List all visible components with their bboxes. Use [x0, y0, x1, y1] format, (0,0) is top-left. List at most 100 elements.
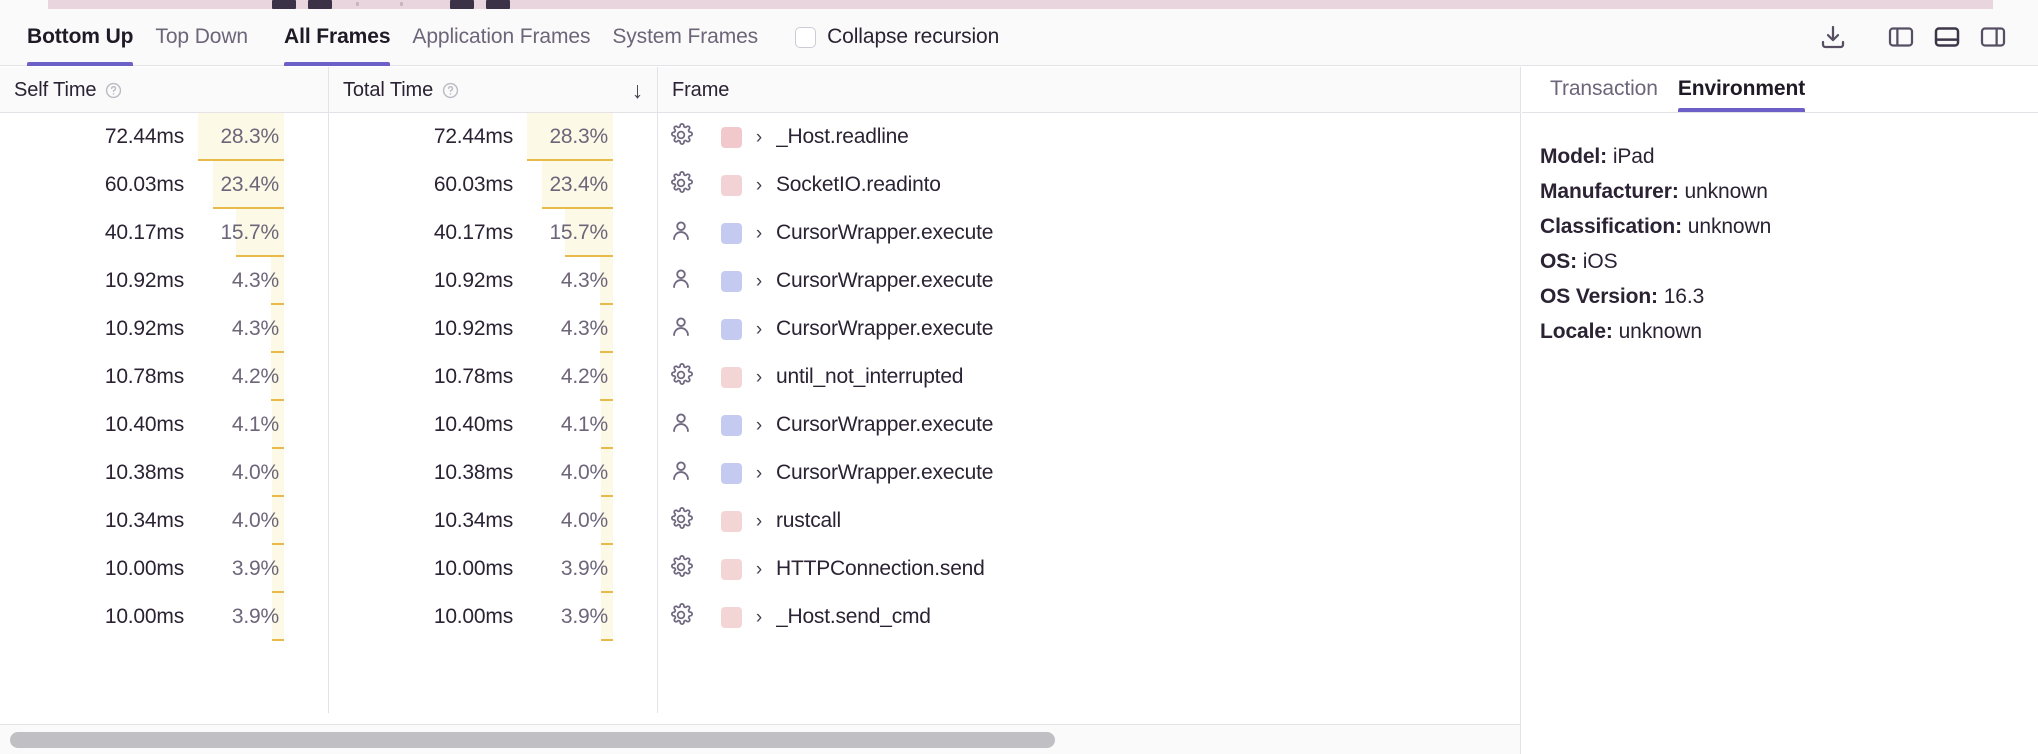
collapse-recursion-checkbox[interactable]: [795, 26, 817, 48]
cell-self-time: 10.92ms 4.3%: [0, 305, 329, 353]
cell-frame: ›SocketIO.readinto: [703, 161, 1520, 209]
self-time-value: 40.17ms: [104, 221, 184, 244]
frame-kind-indicator[interactable]: [658, 257, 703, 305]
frame-kind-indicator[interactable]: [658, 545, 703, 593]
toggle-bottom-panel-button[interactable]: [1924, 14, 1970, 60]
table-header-row: Self Time Total Time: [0, 67, 1520, 113]
expand-chevron-icon[interactable]: ›: [755, 222, 763, 244]
help-icon[interactable]: [104, 81, 123, 100]
frame-kind-indicator[interactable]: [658, 401, 703, 449]
percent-bar: [601, 593, 613, 641]
frame-kind-indicator[interactable]: [658, 209, 703, 257]
frame-kind-indicator[interactable]: [658, 305, 703, 353]
expand-chevron-icon[interactable]: ›: [755, 366, 763, 388]
self-time-value: 10.92ms: [104, 317, 184, 340]
frame-kind-indicator[interactable]: [658, 449, 703, 497]
tab-top-down[interactable]: Top Down: [144, 9, 259, 66]
expand-chevron-icon[interactable]: ›: [755, 174, 763, 196]
cell-frame: ›CursorWrapper.execute: [703, 209, 1520, 257]
self-time-percent: 3.9%: [198, 545, 284, 593]
tab-system-frames[interactable]: System Frames: [601, 9, 769, 66]
percent-bar: [236, 209, 284, 257]
collapse-recursion-control[interactable]: Collapse recursion: [795, 9, 999, 66]
environment-item-key: Manufacturer:: [1540, 180, 1679, 203]
layout-bottom-panel-icon: [1932, 22, 1962, 52]
help-icon[interactable]: [441, 81, 460, 100]
toggle-left-panel-button[interactable]: [1878, 14, 1924, 60]
self-time-percent-value: 4.3%: [231, 317, 279, 340]
person-icon: [668, 218, 694, 249]
cell-frame: ›_Host.readline: [703, 113, 1520, 161]
self-time-percent-value: 4.2%: [231, 365, 279, 388]
self-time-value: 10.78ms: [104, 365, 184, 388]
frame-kind-indicator[interactable]: [658, 353, 703, 401]
environment-item-value: unknown: [1684, 180, 1768, 203]
tab-environment[interactable]: Environment: [1668, 67, 1815, 112]
tab-environment-label: Environment: [1677, 77, 1806, 100]
table-row[interactable]: 10.78ms 4.2% 10.78ms 4.2% ›until_not_interru…: [0, 353, 1520, 401]
self-time-percent: 4.0%: [198, 449, 284, 497]
frame-name: rustcall: [776, 509, 841, 532]
total-time-percent: 4.1%: [527, 401, 613, 449]
expand-chevron-icon[interactable]: ›: [755, 126, 763, 148]
tree-mode-tabs: Bottom Up Top Down: [16, 9, 259, 66]
percent-bar-rule: [527, 159, 613, 161]
total-time-percent: 4.2%: [527, 353, 613, 401]
column-header-self-time[interactable]: Self Time: [0, 67, 329, 113]
cell-frame: ›CursorWrapper.execute: [703, 401, 1520, 449]
expand-chevron-icon[interactable]: ›: [755, 606, 763, 628]
frame-color-swatch: [721, 222, 742, 244]
expand-chevron-icon[interactable]: ›: [755, 558, 763, 580]
expand-chevron-icon[interactable]: ›: [755, 318, 763, 340]
strip-segment: [308, 0, 332, 9]
tab-all-frames[interactable]: All Frames: [273, 9, 401, 66]
frame-kind-indicator[interactable]: [658, 161, 703, 209]
frame-kind-indicator[interactable]: [658, 113, 703, 161]
total-time-value: 10.78ms: [433, 365, 513, 388]
column-header-total-time[interactable]: Total Time ↓: [329, 67, 658, 113]
download-button[interactable]: [1810, 14, 1856, 60]
percent-bar: [271, 353, 284, 401]
expand-chevron-icon[interactable]: ›: [755, 510, 763, 532]
tab-application-frames[interactable]: Application Frames: [401, 9, 601, 66]
percent-bar: [601, 497, 613, 545]
tab-transaction[interactable]: Transaction: [1540, 67, 1668, 112]
total-time-percent: 4.3%: [527, 257, 613, 305]
frame-kind-indicator[interactable]: [658, 497, 703, 545]
tab-bottom-up[interactable]: Bottom Up: [16, 9, 144, 66]
sort-descending-icon[interactable]: ↓: [631, 76, 644, 103]
total-time-percent: 3.9%: [527, 593, 613, 641]
percent-bar-rule: [213, 207, 284, 209]
environment-item: Manufacturer: unknown: [1540, 174, 2020, 209]
horizontal-scrollbar[interactable]: [0, 724, 1520, 754]
flamegraph-strip-cropped: [0, 0, 2038, 9]
percent-bar: [601, 545, 613, 593]
total-time-percent-value: 4.1%: [560, 413, 608, 436]
percent-bar-rule: [600, 351, 613, 353]
frame-kind-indicator[interactable]: [658, 593, 703, 641]
collapse-recursion-label: Collapse recursion: [827, 25, 1000, 48]
toggle-right-panel-button[interactable]: [1970, 14, 2016, 60]
expand-chevron-icon[interactable]: ›: [755, 414, 763, 436]
horizontal-scrollbar-thumb[interactable]: [10, 731, 1055, 748]
column-header-frame[interactable]: Frame: [658, 67, 1520, 113]
cell-frame: ›until_not_interrupted: [703, 353, 1520, 401]
expand-chevron-icon[interactable]: ›: [755, 462, 763, 484]
expand-chevron-icon[interactable]: ›: [755, 270, 763, 292]
